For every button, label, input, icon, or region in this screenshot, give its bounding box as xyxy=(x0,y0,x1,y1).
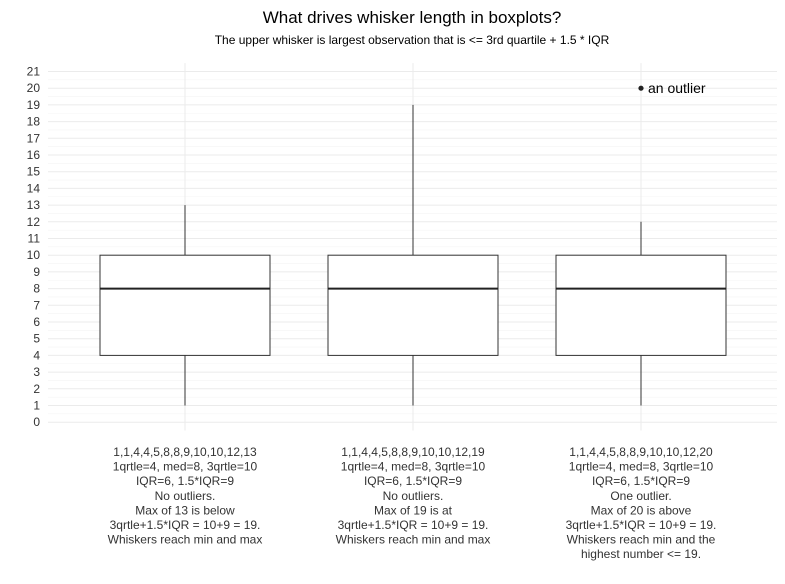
box-iqr xyxy=(555,254,727,356)
category-label-line: Whiskers reach min and max xyxy=(108,533,263,547)
y-tick-label: 20 xyxy=(27,81,41,95)
category-label-line: One outlier. xyxy=(610,489,671,503)
chart-subtitle: The upper whisker is largest observation… xyxy=(215,33,610,47)
y-tick-label: 21 xyxy=(27,65,41,79)
y-tick-label: 7 xyxy=(33,298,40,312)
y-tick-label: 0 xyxy=(33,415,40,429)
category-label-line: Max of 20 is above xyxy=(591,503,692,517)
box-group xyxy=(99,205,271,406)
y-tick-label: 3 xyxy=(33,365,40,379)
category-label-line: 3qrtle+1.5*IQR = 10+9 = 19. xyxy=(566,518,717,532)
y-tick-label: 13 xyxy=(27,198,41,212)
category-label-line: 1,1,4,4,5,8,8,9,10,10,12,20 xyxy=(569,445,713,459)
box-iqr xyxy=(99,254,271,356)
annotations: an outlier xyxy=(648,80,706,96)
category-label-line: 1,1,4,4,5,8,8,9,10,10,12,19 xyxy=(341,445,485,459)
category-label-line: 3qrtle+1.5*IQR = 10+9 = 19. xyxy=(338,518,489,532)
y-tick-label: 16 xyxy=(27,148,41,162)
category-label-line: Whiskers reach min and max xyxy=(336,533,491,547)
category-label-line: highest number <= 19. xyxy=(581,547,701,561)
outlier-point xyxy=(638,85,644,91)
category-label-line: 3qrtle+1.5*IQR = 10+9 = 19. xyxy=(110,518,261,532)
y-tick-label: 6 xyxy=(33,315,40,329)
y-tick-label: 5 xyxy=(33,332,40,346)
category-label-line: Max of 19 is at xyxy=(374,503,453,517)
y-tick-label: 19 xyxy=(27,98,41,112)
box-iqr xyxy=(327,254,499,356)
category-label-line: IQR=6, 1.5*IQR=9 xyxy=(136,474,234,488)
category-label-line: IQR=6, 1.5*IQR=9 xyxy=(592,474,690,488)
y-tick-label: 11 xyxy=(28,232,41,246)
y-tick-label: 4 xyxy=(33,348,40,362)
category-label-line: 1,1,4,4,5,8,8,9,10,10,12,13 xyxy=(113,445,257,459)
boxes xyxy=(99,85,727,406)
y-tick-label: 15 xyxy=(27,165,41,179)
box-group xyxy=(555,85,727,406)
y-tick-label: 8 xyxy=(33,282,40,296)
box-group xyxy=(327,104,499,406)
y-tick-label: 2 xyxy=(33,382,40,396)
y-tick-label: 17 xyxy=(27,131,41,145)
category-label-line: 1qrtle=4, med=8, 3qrtle=10 xyxy=(569,460,714,474)
category-label-line: Max of 13 is below xyxy=(135,503,235,517)
category-label-line: No outliers. xyxy=(155,489,216,503)
y-tick-label: 14 xyxy=(27,181,41,195)
category-label-line: 1qrtle=4, med=8, 3qrtle=10 xyxy=(113,460,258,474)
category-label-line: No outliers. xyxy=(383,489,444,503)
category-label-line: Whiskers reach min and the xyxy=(567,533,716,547)
category-label-line: IQR=6, 1.5*IQR=9 xyxy=(364,474,462,488)
y-tick-label: 12 xyxy=(27,215,41,229)
chart-title: What drives whisker length in boxplots? xyxy=(263,8,562,27)
category-label-line: 1qrtle=4, med=8, 3qrtle=10 xyxy=(341,460,486,474)
y-tick-label: 9 xyxy=(33,265,40,279)
y-tick-label: 1 xyxy=(33,399,40,413)
y-tick-label: 18 xyxy=(27,115,41,129)
outlier-annotation: an outlier xyxy=(648,80,706,96)
y-tick-label: 10 xyxy=(27,248,41,262)
